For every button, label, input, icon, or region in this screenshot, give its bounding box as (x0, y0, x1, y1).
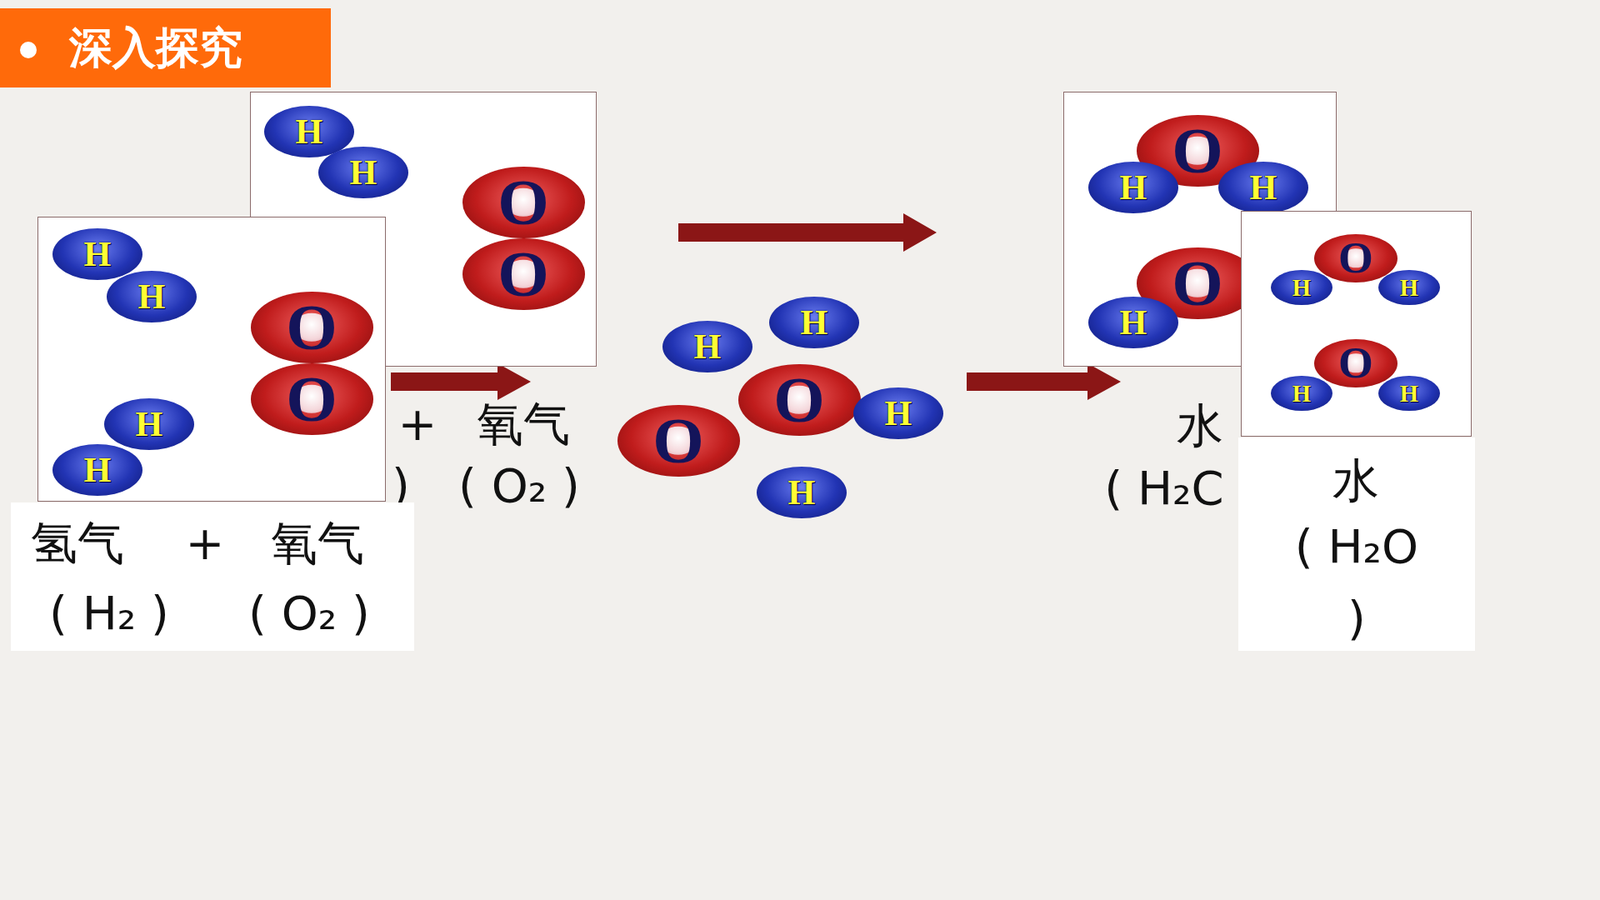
atom-symbol: O (497, 240, 550, 307)
atom-symbol: O (1171, 250, 1224, 316)
caption-text: ( H₂O ) (1285, 510, 1428, 655)
hydrogen-atom: H (52, 228, 143, 280)
caption-text: ( H₂C (1104, 460, 1224, 516)
hydrogen-atom: H (1270, 270, 1332, 305)
reaction-arrow (390, 363, 531, 400)
atom-symbol: H (788, 475, 816, 510)
atom-symbol: H (84, 236, 112, 272)
atom-symbol: H (1400, 275, 1419, 300)
atom-symbol: H (1250, 170, 1278, 205)
hydrogen-atom: H (1088, 161, 1179, 214)
atom-symbol: O (497, 169, 550, 235)
atom-symbol: H (135, 406, 164, 442)
atom-symbol: O (1171, 117, 1224, 184)
atom-symbol: H (350, 155, 378, 190)
slide-title: 深入探究 (69, 19, 243, 78)
oxygen-atom: O (738, 364, 861, 436)
atom-symbol: H (295, 114, 324, 150)
atom-symbol: O (1338, 235, 1374, 281)
hydrogen-atom: H (769, 296, 860, 349)
hydrogen-atom: H (106, 270, 197, 323)
atom-symbol: H (1292, 381, 1311, 406)
oxygen-atom: O (617, 405, 740, 477)
hydrogen-atom: H (318, 146, 409, 199)
oxygen-atom: O (1314, 339, 1398, 388)
oxygen-atom: O (462, 238, 585, 310)
bullet-dot (0, 8, 50, 88)
hydrogen-atom: H (1088, 296, 1179, 349)
molecule-card: 氢气+氧气( H₂ )( O₂ )HHOOHH (37, 216, 386, 502)
hydrogen-atom: H (1270, 375, 1332, 411)
caption-text: 水 (1176, 397, 1224, 454)
atom-symbol: H (1120, 305, 1148, 340)
atom-symbol: O (285, 294, 338, 360)
reaction-arrow (678, 213, 937, 252)
atom-symbol: H (1292, 275, 1311, 300)
atom-symbol: H (694, 329, 722, 365)
atom-symbol: H (138, 279, 166, 315)
hydrogen-atom: H (756, 466, 847, 519)
atom-symbol: H (84, 452, 112, 488)
hydrogen-atom: H (853, 387, 944, 440)
caption-text: + (185, 515, 225, 571)
caption-text: ( O₂ ) (248, 585, 370, 641)
hydrogen-atom: H (52, 444, 143, 496)
oxygen-atom: O (250, 363, 374, 435)
caption-text: 氧气 (270, 515, 365, 571)
caption-text: 氧气 (476, 395, 570, 452)
atom-symbol: O (773, 366, 825, 433)
caption-text: + (398, 395, 438, 452)
atom-symbol: O (652, 407, 705, 474)
oxygen-atom: O (462, 166, 585, 239)
hydrogen-atom: H (662, 320, 753, 373)
hydrogen-atom: H (1378, 375, 1440, 411)
hydrogen-atom: H (104, 398, 195, 450)
caption-text: ( H₂ ) (49, 585, 170, 641)
oxygen-atom: O (250, 291, 374, 364)
atom-symbol: H (1120, 170, 1148, 205)
molecule-card: 水( H₂O )OHHOHH (1240, 210, 1472, 437)
hydrogen-atom: H (1378, 270, 1440, 305)
reaction-arrow (966, 363, 1121, 400)
caption-text: 水 (1332, 452, 1380, 509)
title-bar: 深入探究 (0, 8, 331, 88)
atom-symbol: H (1400, 381, 1419, 406)
caption-text: 氢气 (30, 515, 125, 571)
atom-symbol: O (285, 365, 338, 432)
hydrogen-atom: H (1218, 161, 1309, 214)
atom-symbol: H (800, 305, 829, 340)
atom-symbol: O (1338, 340, 1374, 386)
caption-text: ( O₂ ) (458, 457, 580, 514)
atom-symbol: H (885, 395, 913, 431)
